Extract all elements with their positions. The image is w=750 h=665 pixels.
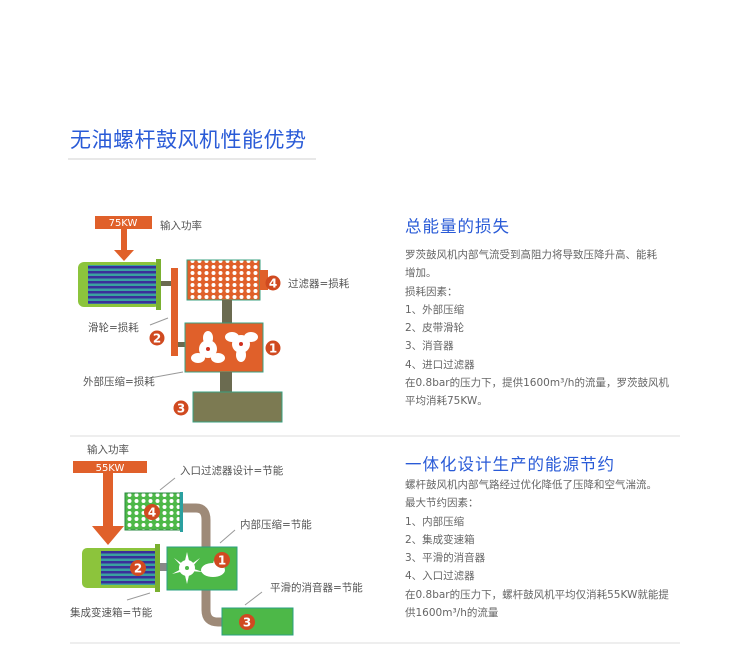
section-divider	[70, 435, 680, 437]
power-value-2: 55KW	[96, 463, 125, 474]
body-line: 2、集成变速箱	[405, 533, 475, 546]
body-line: 增加。	[405, 267, 437, 280]
power-box-2	[73, 461, 147, 473]
body-line: 最大节约因素：	[405, 497, 479, 510]
body-line: 平均消耗75KW。	[405, 395, 488, 408]
power-box	[95, 216, 152, 229]
body-line: 损耗因素：	[405, 285, 458, 298]
body-line: 供1600m³/h的流量	[405, 607, 499, 620]
loss-diagram: 75KW 输入功率 滑轮=损耗 外部压缩=损耗 过滤器=损耗 4 1 2 3	[78, 216, 350, 423]
body-line: 2、皮带滑轮	[405, 322, 465, 335]
pulley	[171, 268, 178, 356]
body-line: 4、入口过滤器	[405, 570, 475, 583]
badge-2: 2	[153, 332, 161, 346]
body-line: 在0.8bar的压力下，提供1600m³/h的流量，罗茨鼓风机	[405, 377, 669, 390]
body-line: 3、消音器	[405, 340, 454, 353]
page-title: 无油螺杆鼓风机性能优势	[70, 128, 307, 152]
badge-3: 3	[243, 616, 251, 630]
section2-body: 螺杆鼓风机内部气路经过优化降低了压降和空气湍流。 最大节约因素： 1、内部压缩 …	[405, 476, 695, 622]
silencer-2	[221, 607, 294, 636]
body-line: 3、平滑的消音器	[405, 552, 486, 565]
section1-heading: 总能量的损失	[405, 217, 510, 236]
compressor	[184, 322, 264, 373]
filter-label: 过滤器=损耗	[288, 277, 350, 290]
power-label-2: 输入功率	[87, 443, 129, 456]
section1-body: 罗茨鼓风机内部气流受到高阻力将导致压降升高、能耗 增加。 损耗因素： 1、外部压…	[405, 246, 695, 411]
gearbox-label-2: 集成变速箱=节能	[70, 606, 153, 619]
compression-label-2: 内部压缩=节能	[240, 518, 312, 531]
filter	[186, 259, 261, 301]
body-line: 在0.8bar的压力下，螺杆鼓风机平均仅消耗55KW就能提	[405, 588, 669, 601]
body-line: 1、内部压缩	[405, 515, 465, 528]
silencer	[192, 391, 283, 423]
arrow-icon	[121, 229, 127, 251]
saving-diagram: 输入功率 55KW 入口过滤器设计=节能 内部压缩=节能 平滑的消音器=节能 集…	[70, 443, 363, 636]
power-value: 75KW	[109, 218, 138, 229]
filter-label-2: 入口过滤器设计=节能	[180, 464, 284, 477]
silencer-label-2: 平滑的消音器=节能	[270, 581, 363, 594]
badge-4: 4	[148, 506, 156, 520]
badge-2: 2	[134, 562, 142, 576]
pulley-label: 滑轮=损耗	[88, 321, 139, 334]
bottom-divider	[70, 642, 680, 644]
body-line: 罗茨鼓风机内部气流受到高阻力将导致压降升高、能耗	[405, 249, 657, 261]
body-line: 1、外部压缩	[405, 303, 465, 316]
badge-1: 1	[218, 554, 226, 568]
section2-heading: 一体化设计生产的能源节约	[405, 455, 615, 474]
badge-1: 1	[269, 342, 277, 356]
title-underline	[68, 158, 316, 160]
badge-4: 4	[269, 277, 277, 291]
body-line: 螺杆鼓风机内部气路经过优化降低了压降和空气湍流。	[405, 479, 657, 491]
badge-3: 3	[177, 402, 185, 416]
body-line: 4、进口过滤器	[405, 358, 475, 371]
compression-label: 外部压缩=损耗	[83, 375, 155, 388]
arrow-icon	[103, 473, 113, 526]
power-label: 输入功率	[160, 219, 202, 232]
